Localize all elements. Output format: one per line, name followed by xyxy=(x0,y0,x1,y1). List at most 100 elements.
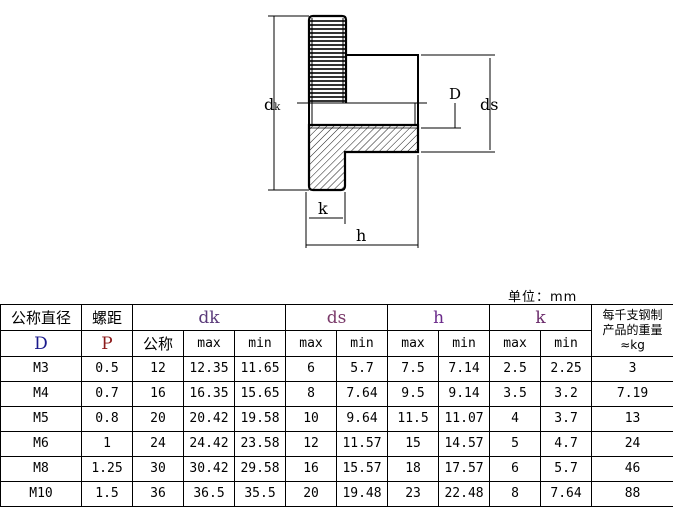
cell-k-min: 4.7 xyxy=(540,431,593,457)
weight-line-3: ≈kg xyxy=(620,338,645,352)
k-label: k xyxy=(318,199,328,218)
header-k-max: max xyxy=(489,330,542,357)
header-P-symbol: P xyxy=(81,330,133,357)
cell-h-min: 14.57 xyxy=(438,431,491,457)
header-ds-min: min xyxy=(336,330,389,357)
cell-ds-min: 15.57 xyxy=(336,456,389,482)
cell-ds-max: 8 xyxy=(285,381,338,407)
cell-ds-max: 20 xyxy=(285,481,338,507)
cell-dk-nom: 30 xyxy=(132,456,184,482)
cell-k-max: 6 xyxy=(489,456,542,482)
header-ds-max: max xyxy=(285,330,338,357)
cell-dk-nom: 12 xyxy=(132,356,184,382)
ds-dimension: ds xyxy=(421,54,498,153)
cell-weight: 88 xyxy=(591,481,673,507)
cell-h-max: 11.5 xyxy=(387,406,440,432)
cell-dk-nom: 24 xyxy=(132,431,184,457)
cell-h-max: 9.5 xyxy=(387,381,440,407)
cell-D: M5 xyxy=(0,406,82,432)
header-dk-max: max xyxy=(183,330,235,357)
cell-ds-min: 11.57 xyxy=(336,431,389,457)
cell-P: 1 xyxy=(81,431,133,457)
header-pitch: 螺距 xyxy=(81,304,133,331)
header-D-symbol: D xyxy=(0,330,82,357)
header-k-min: min xyxy=(540,330,593,357)
cell-dk-max: 12.35 xyxy=(183,356,235,382)
cell-dk-max: 20.42 xyxy=(183,406,235,432)
cell-dk-min: 15.65 xyxy=(233,381,287,407)
knurled-nut-drawing: dk ds D k h xyxy=(264,14,498,248)
cell-weight: 7.19 xyxy=(591,381,673,407)
cell-k-min: 7.64 xyxy=(540,481,593,507)
cell-ds-max: 12 xyxy=(285,431,338,457)
cell-dk-nom: 20 xyxy=(132,406,184,432)
cell-weight: 46 xyxy=(591,456,673,482)
cell-D: M6 xyxy=(0,431,82,457)
weight-line-1: 每千支钢制 xyxy=(602,308,663,322)
h-label: h xyxy=(356,226,366,245)
header-row-2: D P 公称 max min max min max min max min xyxy=(0,330,673,357)
ds-label: ds xyxy=(480,95,498,114)
cell-k-min: 3.2 xyxy=(540,381,593,407)
header-weight: 每千支钢制 产品的重量 ≈kg xyxy=(591,304,673,357)
header-k: k xyxy=(489,304,593,331)
cell-h-min: 7.14 xyxy=(438,356,491,382)
D-label: D xyxy=(449,85,461,103)
cell-k-max: 8 xyxy=(489,481,542,507)
header-nominal-diameter: 公称直径 xyxy=(0,304,82,331)
cell-k-max: 4 xyxy=(489,406,542,432)
cell-D: M10 xyxy=(0,481,82,507)
cell-ds-min: 5.7 xyxy=(336,356,389,382)
cell-P: 1.25 xyxy=(81,456,133,482)
h-dimension: h xyxy=(306,155,419,248)
cell-k-min: 3.7 xyxy=(540,406,593,432)
header-row-1: 公称直径 螺距 dk ds h k 每千支钢制 产品的重量 ≈kg xyxy=(0,304,673,357)
k-dimension: k xyxy=(305,192,346,248)
knurled-head xyxy=(307,14,348,103)
cell-h-max: 7.5 xyxy=(387,356,440,382)
cell-ds-max: 10 xyxy=(285,406,338,432)
table-row: M6 1 24 24.42 23.58 12 11.57 15 14.57 5 … xyxy=(0,431,673,457)
cell-dk-min: 29.58 xyxy=(233,456,287,482)
D-dimension: D xyxy=(421,85,461,129)
cell-D: M4 xyxy=(0,381,82,407)
cell-h-min: 17.57 xyxy=(438,456,491,482)
cell-k-min: 5.7 xyxy=(540,456,593,482)
cell-ds-min: 9.64 xyxy=(336,406,389,432)
weight-line-2: 产品的重量 xyxy=(602,323,663,337)
table-row: M4 0.7 16 16.35 15.65 8 7.64 9.5 9.14 3.… xyxy=(0,381,673,407)
cell-dk-nom: 16 xyxy=(132,381,184,407)
cell-dk-max: 24.42 xyxy=(183,431,235,457)
cell-h-min: 9.14 xyxy=(438,381,491,407)
cell-dk-max: 30.42 xyxy=(183,456,235,482)
table-row: M5 0.8 20 20.42 19.58 10 9.64 11.5 11.07… xyxy=(0,406,673,432)
cell-D: M8 xyxy=(0,456,82,482)
cell-h-max: 15 xyxy=(387,431,440,457)
cell-ds-max: 6 xyxy=(285,356,338,382)
cell-dk-max: 16.35 xyxy=(183,381,235,407)
header-h-max: max xyxy=(387,330,440,357)
cell-P: 1.5 xyxy=(81,481,133,507)
unit-label: 单位：mm xyxy=(508,290,578,305)
cell-weight: 24 xyxy=(591,431,673,457)
cell-P: 0.5 xyxy=(81,356,133,382)
cell-dk-nom: 36 xyxy=(132,481,184,507)
header-h: h xyxy=(387,304,491,331)
cell-k-max: 3.5 xyxy=(489,381,542,407)
cell-h-max: 18 xyxy=(387,456,440,482)
table-row: M3 0.5 12 12.35 11.65 6 5.7 7.5 7.14 2.5… xyxy=(0,356,673,382)
header-dk-min: min xyxy=(233,330,287,357)
dk-label: dk xyxy=(264,95,281,114)
cell-P: 0.7 xyxy=(81,381,133,407)
cell-h-min: 22.48 xyxy=(438,481,491,507)
cell-dk-min: 35.5 xyxy=(233,481,287,507)
cell-dk-min: 23.58 xyxy=(233,431,287,457)
cell-dk-min: 19.58 xyxy=(233,406,287,432)
cell-ds-min: 19.48 xyxy=(336,481,389,507)
cell-dk-max: 36.5 xyxy=(183,481,235,507)
cell-weight: 13 xyxy=(591,406,673,432)
shaft-outline xyxy=(308,54,419,125)
header-dk: dk xyxy=(131,304,287,331)
spec-table: 公称直径 螺距 dk ds h k 每千支钢制 产品的重量 ≈kg D P 公称… xyxy=(0,304,673,507)
cell-ds-max: 16 xyxy=(285,456,338,482)
